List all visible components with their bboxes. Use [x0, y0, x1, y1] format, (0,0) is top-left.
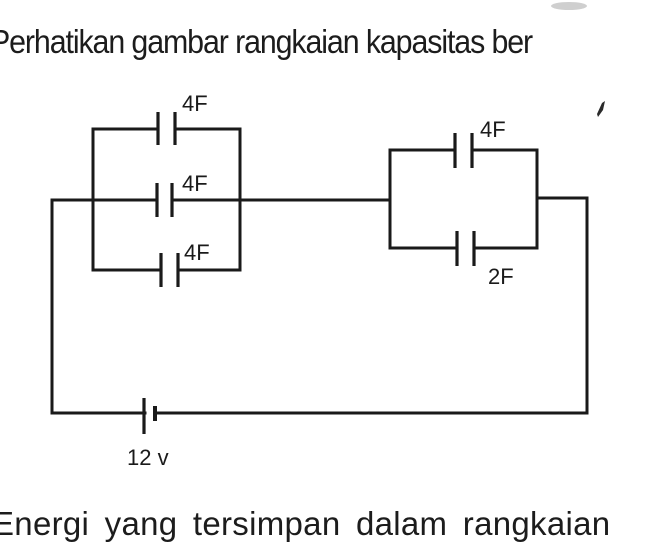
capacitor-label-left-bottom: 4F [184, 240, 210, 265]
question-intro-text: Perhatikan gambar rangkaian kapasitas be… [0, 23, 533, 60]
outer-loop-wire [50, 196, 589, 415]
capacitor-label-right-top: 4F [480, 117, 506, 142]
capacitor-label-left-middle: 4F [182, 171, 208, 196]
battery-voltage-label: 12 v [127, 445, 169, 470]
question-followup-text: Energi yang tersimpan dalam rangkaian [0, 505, 611, 542]
battery-icon [142, 398, 157, 434]
capacitor-label-left-top: 4F [182, 91, 208, 116]
right-parallel-group [388, 133, 589, 266]
scan-speck-mark [597, 101, 605, 117]
scan-edge-mark [551, 2, 587, 10]
left-parallel-group [50, 112, 390, 287]
capacitor-label-right-bottom: 2F [488, 264, 514, 289]
